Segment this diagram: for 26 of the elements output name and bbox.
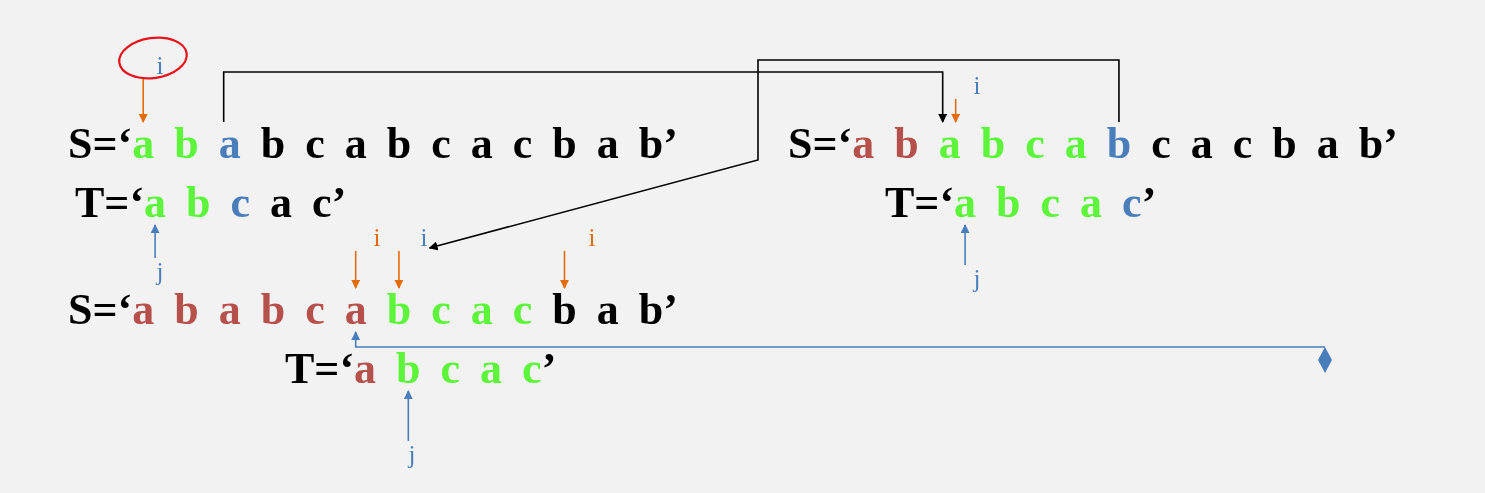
diamond-marker <box>1318 347 1332 373</box>
string-text: T=‘a b c a c’ <box>885 181 1157 225</box>
arrow <box>351 250 361 289</box>
string-text: S=‘a b a b c a b c a c b a b’ <box>68 288 678 332</box>
arrow <box>428 59 1120 251</box>
pointer-label: i <box>588 225 596 250</box>
string-text: T=‘a b c a c’ <box>75 181 347 225</box>
pointer-label: i <box>420 225 428 250</box>
arrow <box>960 224 970 266</box>
pointer-label: j <box>973 266 981 291</box>
arrow <box>150 224 160 259</box>
pointer-label: i <box>156 53 164 78</box>
arrow <box>222 71 948 123</box>
string-text: S=‘a b a b c a b c a c b a b’ <box>788 122 1398 166</box>
string-text: S=‘a b a b c a b c a c b a b’ <box>68 122 678 166</box>
pointer-label: i <box>973 73 981 98</box>
arrow <box>138 78 148 123</box>
string-text: T=‘a b c a c’ <box>285 347 557 391</box>
arrow <box>951 98 961 123</box>
arrow <box>351 331 1326 348</box>
arrow <box>403 390 413 442</box>
pointer-label: j <box>408 442 416 467</box>
pointer-label: j <box>156 259 164 284</box>
arrow <box>560 250 569 289</box>
pointer-label: i <box>373 225 381 250</box>
arrow <box>394 250 404 289</box>
